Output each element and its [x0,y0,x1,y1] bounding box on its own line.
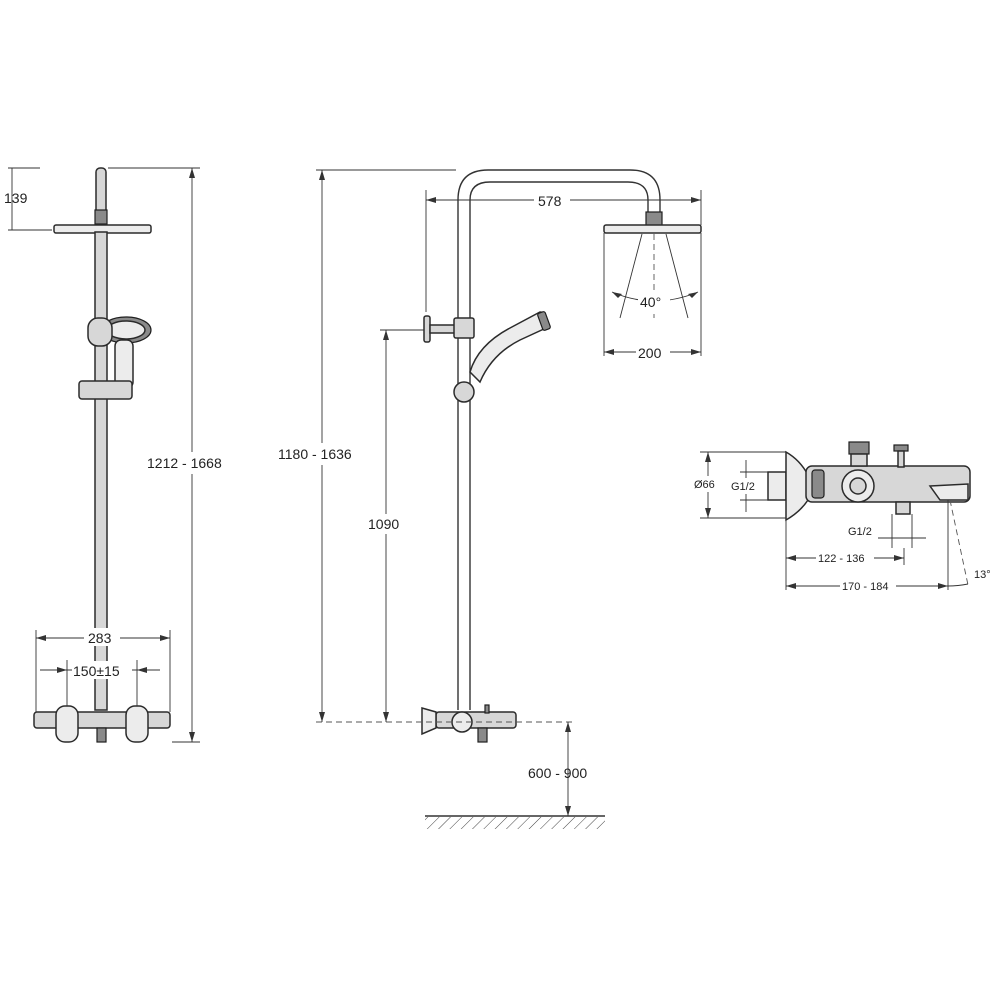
detail-dim-total-depth: 170 - 184 [842,581,888,593]
front-head-connector [94,209,108,225]
side-hand-shower [469,311,548,384]
front-hand-shower-holder [87,317,113,347]
front-mixer-outlet [96,727,107,743]
side-view: 40° 200 578 [276,169,702,829]
front-dim-head-height: 139 [4,190,28,206]
detail-diverter-knob [893,444,909,452]
front-mixer-knob-left [55,705,79,743]
detail-dim-spout-angle: 13° [974,569,991,581]
front-dim-centers: 150±15 [73,663,120,679]
front-dim-width: 283 [88,630,112,646]
side-mixer-body [435,711,517,729]
side-dim-mount-height: 1090 [368,516,399,532]
detail-inlet-pipe [767,471,787,501]
side-hand-shower-face [537,311,551,331]
side-dim-head-diameter: 200 [638,345,662,361]
detail-dim-thread-outlet: G1/2 [848,526,872,538]
floor-hatch [425,817,605,829]
detail-dim-depth: 122 - 136 [818,553,864,565]
side-shower-head [603,224,702,234]
side-head-connector [645,211,663,227]
detail-dim-thread-inlet: G1/2 [731,481,755,493]
side-mixer-lever [484,704,490,714]
side-dim-floor-height: 600 - 900 [528,765,587,781]
detail-view: Ø66 G1/2 G1/2 122 - 136 170 - 184 13° [692,441,991,594]
front-dim-total-height: 1212 - 1668 [147,455,222,471]
detail-rosette [785,450,809,522]
front-riser-pipe [94,231,108,711]
front-mixer-body [33,711,171,729]
side-dim-total-height: 1180 - 1636 [278,446,352,462]
side-dim-reach: 578 [538,193,562,209]
detail-dim-diameter: Ø66 [694,479,715,491]
front-view: 139 1212 - 1668 283 150±15 [4,167,241,743]
side-slider [453,381,475,403]
side-riser-arm [457,169,661,710]
front-slider [78,380,133,400]
detail-spout [928,483,969,501]
side-wall-bracket [423,315,431,343]
detail-top-cap [848,441,870,455]
detail-outlet [895,501,911,515]
side-dim-spray-angle: 40° [640,294,661,310]
side-mixer-outlet [477,727,488,743]
side-riser-clamp [453,317,475,339]
front-mixer-knob-right [125,705,149,743]
side-mixer-rosette [421,707,437,736]
